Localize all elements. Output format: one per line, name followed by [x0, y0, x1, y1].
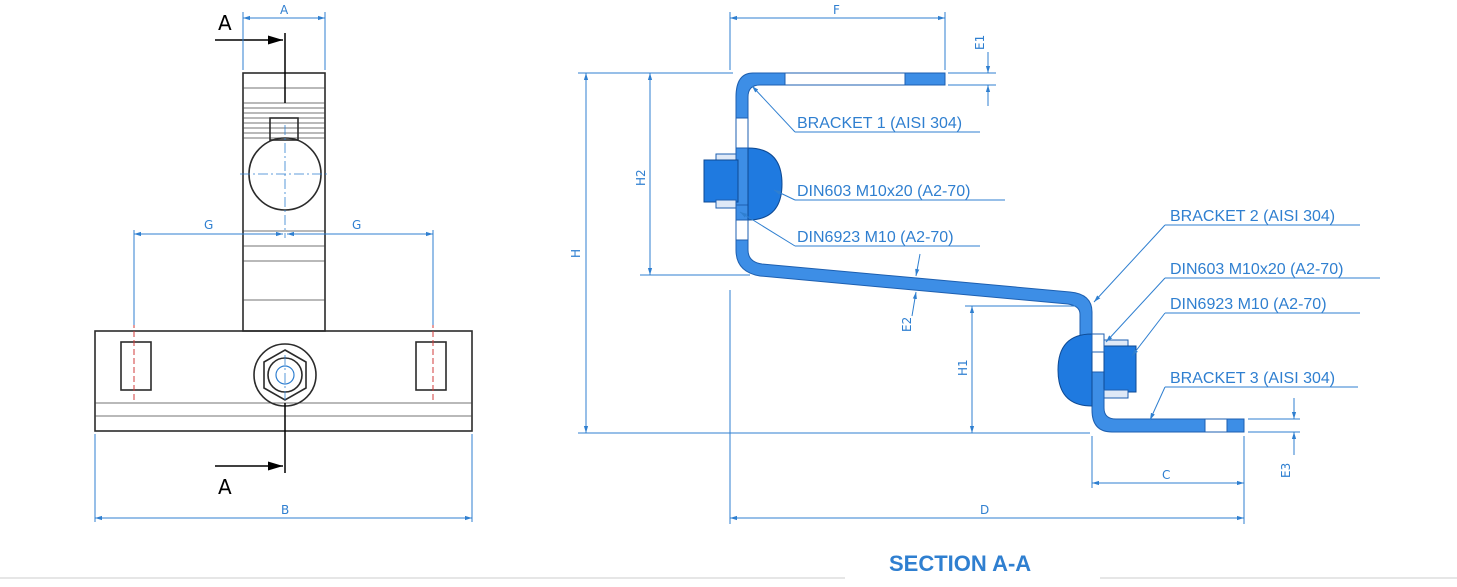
callout-bracket-1: BRACKET 1 (AISI 304)	[797, 115, 962, 132]
dim-label-h2: H2	[634, 169, 648, 186]
base-plate	[94, 330, 473, 432]
bracket-1-shape	[735, 72, 946, 241]
bracket-3-shape	[1091, 371, 1245, 433]
dim-label-e3: E3	[1279, 463, 1293, 478]
dimension-d: D	[729, 290, 1245, 524]
callout-bracket-3: BRACKET 3 (AISI 304)	[1170, 370, 1335, 387]
callout-nut-2: DIN6923 M10 (A2-70)	[1170, 296, 1327, 313]
dim-label-f: F	[833, 3, 840, 17]
dimension-h1: H1	[956, 305, 1076, 433]
dimension-b: B	[94, 434, 473, 522]
dim-label-g-right: G	[352, 218, 361, 232]
dimension-e1: E1	[948, 35, 996, 106]
nut-1	[703, 159, 739, 203]
section-view: BRACKET 1 (AISI 304) DIN603 M10x20 (A2-7…	[0, 3, 1457, 579]
nut-2	[1103, 345, 1137, 393]
bracket-3-slot	[1204, 418, 1228, 433]
section-mark-bottom: A	[218, 475, 232, 499]
callout-bracket-2: BRACKET 2 (AISI 304)	[1170, 208, 1335, 225]
dim-label-d: D	[980, 503, 989, 517]
front-view: A A A G G B	[94, 3, 473, 522]
section-mark-top: A	[218, 11, 232, 35]
dim-label-a: A	[280, 3, 289, 17]
bolt-2-head	[1057, 333, 1093, 407]
dim-label-e1: E1	[973, 35, 987, 50]
dimension-f: F	[729, 3, 946, 70]
dimension-e2: E2	[900, 253, 921, 332]
leader-lines	[739, 85, 1380, 421]
dimension-c: C	[1091, 436, 1245, 488]
column-outline	[242, 72, 326, 332]
dim-label-h: H	[569, 249, 583, 258]
dimension-h2: H2	[634, 73, 750, 276]
dim-label-h1: H1	[956, 359, 970, 376]
bolt-1-head	[747, 147, 783, 221]
bolt-assembly-2	[1057, 333, 1137, 407]
dim-label-g-left: G	[204, 218, 213, 232]
bracket-1-slot	[784, 72, 906, 86]
dim-label-c: C	[1162, 468, 1170, 482]
bolt-assembly-1	[703, 117, 783, 241]
dim-label-b: B	[281, 503, 289, 517]
left-slot	[120, 341, 152, 391]
slot-window	[269, 117, 299, 141]
callout-bolt-2: DIN603 M10x20 (A2-70)	[1170, 261, 1343, 278]
ribbed-top	[243, 87, 325, 141]
dimension-a: A	[242, 3, 326, 70]
section-title: SECTION A-A	[889, 551, 1031, 576]
right-slot	[415, 341, 447, 391]
callout-nut-1: DIN6923 M10 (A2-70)	[797, 229, 954, 246]
dim-label-e2: E2	[900, 317, 914, 332]
dimension-e3: E3	[1248, 398, 1300, 478]
callout-bolt-1: DIN603 M10x20 (A2-70)	[797, 183, 970, 200]
section-cut-line: A A	[215, 11, 286, 499]
dimension-h: H	[569, 72, 1090, 434]
dimension-g: G G	[133, 218, 434, 325]
